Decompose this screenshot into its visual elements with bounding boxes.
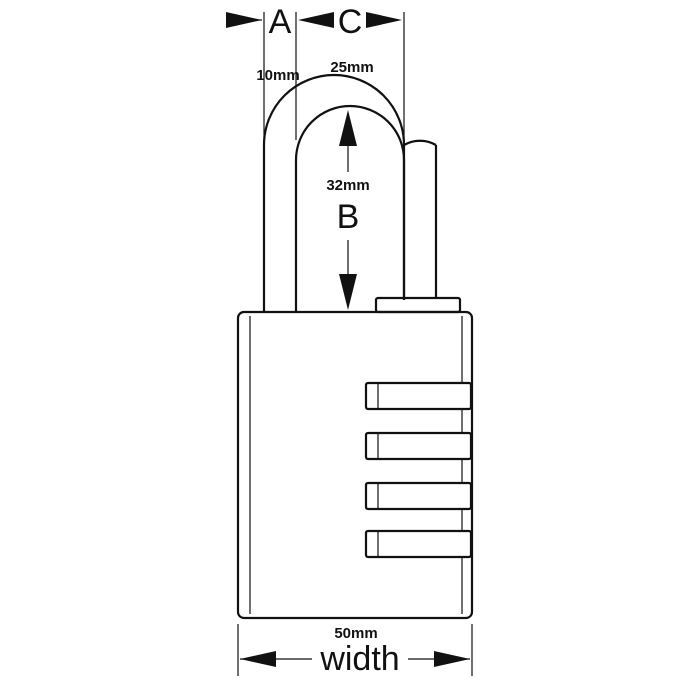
wheel-2: [364, 431, 473, 461]
combination-wheels: [364, 381, 473, 559]
body-outline: [236, 310, 474, 620]
value-b: 32mm: [326, 177, 369, 194]
shackle-collar: [374, 296, 462, 314]
value-a: 10mm: [256, 67, 299, 84]
dimension-width: [237, 624, 473, 676]
dim-width-arrowhead-right: [434, 651, 470, 667]
dim-b-arrowhead-up: [339, 110, 357, 146]
dimension-b: [339, 110, 357, 310]
wheel-1: [364, 381, 473, 411]
label-c: C: [338, 3, 363, 41]
dim-a-arrowhead: [226, 12, 262, 28]
label-width: width: [319, 640, 399, 678]
shackle-inner: [294, 104, 406, 312]
dimension-a-c: [226, 12, 405, 140]
value-width: 50mm: [334, 625, 377, 642]
shackle-outer: [262, 73, 406, 312]
dim-c-arrowhead-left: [298, 12, 334, 28]
label-a: A: [269, 3, 292, 41]
dim-b-arrowhead-down: [339, 274, 357, 310]
lock-body: [236, 310, 474, 620]
dim-c-arrowhead-right: [366, 12, 402, 28]
value-c: 25mm: [330, 59, 373, 76]
label-b: B: [337, 198, 360, 236]
shackle-arc-right: [403, 139, 437, 146]
wheel-4: [364, 529, 473, 559]
wheel-3: [364, 481, 473, 511]
dim-width-arrowhead-left: [240, 651, 276, 667]
shackle: [262, 73, 462, 314]
